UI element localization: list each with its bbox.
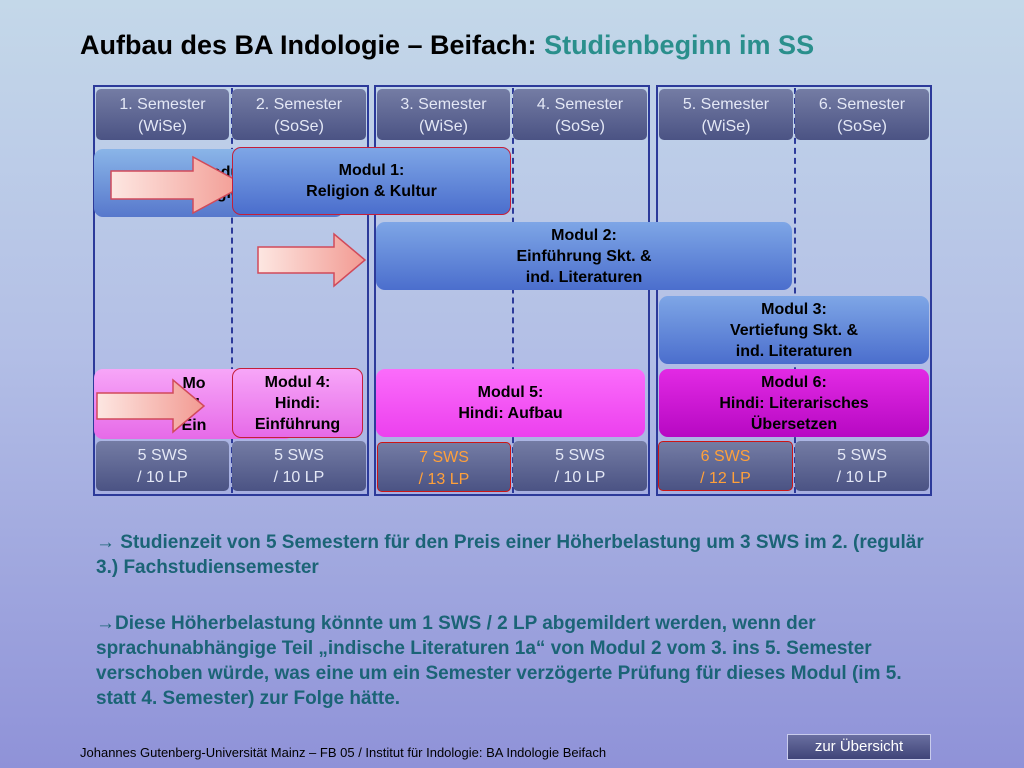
- title-sub: Studienbeginn im SS: [544, 30, 815, 60]
- module-title: Modul 6:: [761, 373, 827, 391]
- module-2[interactable]: Modul 2: Einführung Skt. & ind. Literatu…: [376, 222, 792, 290]
- semester-term: (SoSe): [837, 118, 887, 135]
- credits-semester-1: 5 SWS / 10 LP: [96, 441, 229, 491]
- module-subtitle: Übersetzen: [750, 415, 838, 433]
- module-subtitle: Hindi: Literarisches: [719, 394, 869, 412]
- semester-term: (WiSe): [138, 118, 187, 135]
- module-1[interactable]: Modul 1: Religion & Kultur: [232, 147, 511, 215]
- semester-header-2: 2. Semester (SoSe): [232, 89, 366, 140]
- module-subtitle: Hindi: Aufbau: [458, 405, 563, 422]
- semester-divider: [231, 88, 233, 493]
- year-frame-1: [93, 85, 369, 496]
- semester-header-5: 5. Semester (WiSe): [659, 89, 793, 140]
- module-4[interactable]: Modul 4: Hindi: Einführung: [232, 368, 363, 438]
- year-frame-3: [656, 85, 932, 496]
- sws-value: 5 SWS: [555, 447, 605, 464]
- semester-divider: [512, 88, 514, 493]
- lp-value: / 12 LP: [700, 470, 751, 487]
- semester-header-1: 1. Semester (WiSe): [96, 89, 229, 140]
- module-subtitle: ind. Literaturen: [525, 268, 643, 286]
- module-subtitle: Einführung: [254, 415, 341, 433]
- note-2: →Diese Höherbelastung könnte um 1 SWS / …: [96, 611, 926, 711]
- ghost-line: Mo: [182, 374, 206, 392]
- semester-term: (SoSe): [555, 118, 605, 135]
- sws-value: 6 SWS: [700, 448, 751, 465]
- semester-label: 2. Semester: [255, 96, 343, 113]
- footer-text: Johannes Gutenberg-Universität Mainz – F…: [80, 745, 607, 760]
- credits-semester-6: 5 SWS / 10 LP: [795, 441, 929, 491]
- module-title: Modul 4:: [264, 373, 331, 391]
- note-text: Studienzeit von 5 Semestern für den Prei…: [96, 532, 924, 578]
- page-title: Aufbau des BA Indologie – Beifach: Studi…: [80, 30, 814, 61]
- credits-semester-4: 5 SWS / 10 LP: [513, 441, 647, 491]
- title-main: Aufbau des BA Indologie – Beifach:: [80, 30, 537, 60]
- ghost-line: Ein: [181, 416, 207, 434]
- note-1: → Studienzeit von 5 Semestern für den Pr…: [96, 530, 926, 580]
- semester-term: (WiSe): [419, 118, 468, 135]
- semester-label: 4. Semester: [536, 96, 624, 113]
- module-title: Modul 2:: [551, 226, 617, 244]
- semester-label: 6. Semester: [818, 96, 906, 113]
- semester-label: 5. Semester: [682, 96, 770, 113]
- semester-term: (SoSe): [274, 118, 324, 135]
- sws-value: 5 SWS: [837, 447, 887, 464]
- note-text: Diese Höherbelastung könnte um 1 SWS / 2…: [96, 613, 902, 709]
- module-6[interactable]: Modul 6: Hindi: Literarisches Übersetzen: [659, 369, 929, 437]
- shift-arrow-icon: [257, 232, 367, 288]
- semester-header-6: 6. Semester (SoSe): [795, 89, 929, 140]
- shift-arrow-icon: [110, 155, 247, 215]
- semester-label: 1. Semester: [119, 96, 206, 113]
- module-subtitle: ind. Literaturen: [735, 342, 853, 360]
- shift-arrow-icon: [96, 378, 206, 434]
- module-5[interactable]: Modul 5: Hindi: Aufbau: [376, 369, 645, 437]
- semester-header-4: 4. Semester (SoSe): [513, 89, 647, 140]
- lp-value: / 10 LP: [137, 469, 188, 486]
- module-subtitle: Hindi:: [274, 394, 321, 412]
- module-subtitle: Einführung Skt. &: [516, 247, 652, 265]
- semester-label: 3. Semester: [400, 96, 487, 113]
- sws-value: 5 SWS: [137, 447, 188, 464]
- lp-value: / 13 LP: [418, 471, 470, 488]
- lp-value: / 10 LP: [836, 469, 888, 486]
- arrow-right-icon: →: [96, 532, 115, 553]
- sws-value: 5 SWS: [274, 447, 324, 464]
- module-title: Modul 5:: [477, 384, 544, 401]
- arrow-right-icon: →: [96, 613, 115, 634]
- module-title: Modul 3:: [761, 300, 827, 318]
- semester-divider: [794, 88, 796, 493]
- module-3[interactable]: Modul 3: Vertiefung Skt. & ind. Literatu…: [659, 296, 929, 364]
- credits-semester-5: 6 SWS / 12 LP: [658, 441, 793, 491]
- module-title: Modul 1:: [338, 162, 405, 179]
- module-subtitle: Vertiefung Skt. &: [729, 321, 859, 339]
- credits-semester-2: 5 SWS / 10 LP: [232, 441, 366, 491]
- module-subtitle: Religion & Kultur: [306, 183, 437, 200]
- sws-value: 7 SWS: [419, 449, 469, 466]
- lp-value: / 10 LP: [554, 469, 606, 486]
- semester-term: (WiSe): [701, 118, 751, 135]
- year-frame-2: [374, 85, 650, 496]
- lp-value: / 10 LP: [273, 469, 325, 486]
- semester-header-3: 3. Semester (WiSe): [377, 89, 510, 140]
- overview-button[interactable]: zur Übersicht: [787, 734, 931, 760]
- credits-semester-3: 7 SWS / 13 LP: [377, 442, 511, 492]
